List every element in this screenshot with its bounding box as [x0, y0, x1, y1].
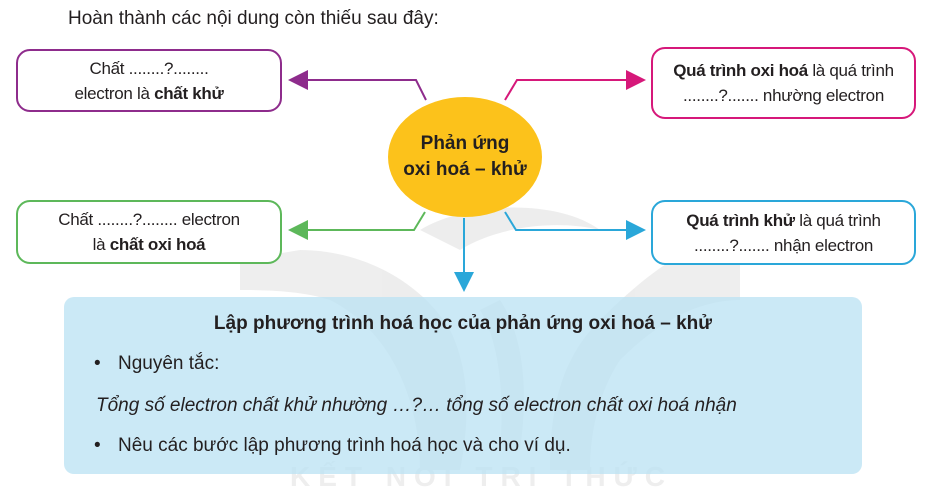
bullet-dot: • [94, 435, 101, 456]
bullet-dot: • [94, 353, 101, 374]
box-tl-line1: Chất ........?........ [89, 58, 209, 78]
center-redox-circle: Phản ứng oxi hoá – khử [388, 97, 542, 217]
bullet-principle: • Nguyên tắc: [94, 353, 219, 375]
bullet-steps: • Nêu các bước lập phương trình hoá học v… [94, 435, 571, 457]
arrow-to-top-right [504, 70, 646, 101]
box-reduction-process: Quá trình khử là quá trình ........?....… [651, 200, 916, 265]
arrow-to-top-left [288, 70, 427, 101]
box-br-bold: Quá trình khử [686, 210, 795, 230]
principle-rule-text: Tổng số electron chất khử nhường …?… tổn… [96, 395, 737, 416]
box-bl-line2-pre: là [92, 235, 110, 254]
box-bl-line1: Chất ........?........ electron [58, 210, 240, 229]
box-tl-bold: chất khử [154, 83, 224, 103]
box-bl-bold: chất oxi hoá [109, 235, 206, 254]
bullet-principle-text: Nguyên tắc: [118, 353, 220, 374]
box-br-post: là quá trình [794, 210, 881, 230]
panel-title: Lập phương trình hoá học của phản ứng ox… [213, 313, 713, 334]
center-line1: Phản ứng [420, 133, 510, 154]
box-oxidation-process: Quá trình oxi hoá là quá trình ........?… [651, 47, 916, 119]
box-tr-post: là quá trình [807, 61, 894, 80]
equation-balancing-panel: Lập phương trình hoá học của phản ứng ox… [64, 297, 862, 474]
center-line2: oxi hoá – khử [403, 159, 527, 180]
box-tr-line2: ........?....... nhường electron [683, 86, 884, 105]
box-tr-bold: Quá trình oxi hoá [673, 61, 808, 80]
arrow-to-bottom-left [288, 211, 426, 240]
arrow-to-bottom-right [504, 211, 646, 240]
box-reducing-agent: Chất ........?........ electron là chất … [16, 49, 282, 112]
instruction-text: Hoàn thành các nội dung còn thiếu sau đâ… [68, 8, 439, 29]
box-br-line2: ........?....... nhận electron [693, 235, 874, 255]
box-tl-line2-pre: electron là [74, 83, 155, 103]
bullet-steps-text: Nêu các bước lập phương trình hoá học và… [118, 435, 571, 456]
box-oxidizing-agent: Chất ........?........ electron là chất … [16, 200, 282, 264]
